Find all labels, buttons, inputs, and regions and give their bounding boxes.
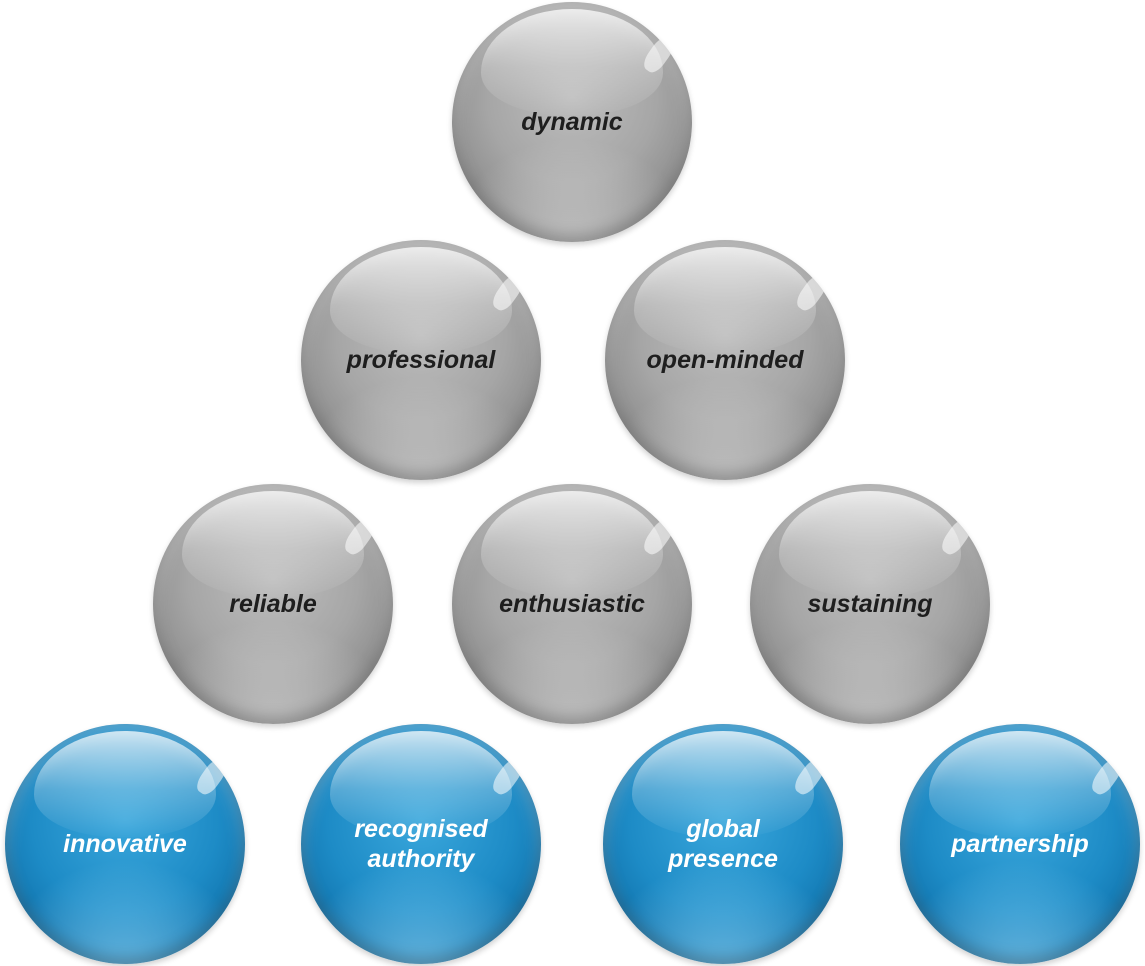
label-reliable: reliable	[229, 590, 317, 618]
sphere-reliable: reliable	[153, 484, 393, 724]
label-professional: professional	[346, 346, 496, 374]
sphere-sustaining: sustaining	[750, 484, 990, 724]
label-enthusiastic: enthusiastic	[499, 590, 645, 618]
sphere-enthusiastic: enthusiastic	[452, 484, 692, 724]
sphere-professional: professional	[301, 240, 541, 480]
label-authority: authority	[367, 845, 475, 873]
label-recognised: recognised	[354, 815, 488, 843]
label-recognised-authority: recognised authority	[354, 814, 487, 874]
sphere-innovative: innovative	[5, 724, 245, 964]
sphere-recognised-authority: recognised authority	[301, 724, 541, 964]
label-global-presence: global presence	[668, 814, 778, 874]
label-innovative: innovative	[63, 830, 187, 858]
label-sustaining: sustaining	[807, 590, 933, 618]
label-global: global	[686, 815, 760, 843]
label-partnership: partnership	[951, 830, 1089, 858]
sphere-dynamic: dynamic	[452, 2, 692, 242]
sphere-partnership: partnership	[900, 724, 1140, 964]
sphere-global-presence: global presence	[603, 724, 843, 964]
label-open-minded: open-minded	[646, 346, 804, 374]
label-presence: presence	[668, 845, 778, 873]
sphere-open-minded: open-minded	[605, 240, 845, 480]
label-dynamic: dynamic	[521, 108, 623, 136]
